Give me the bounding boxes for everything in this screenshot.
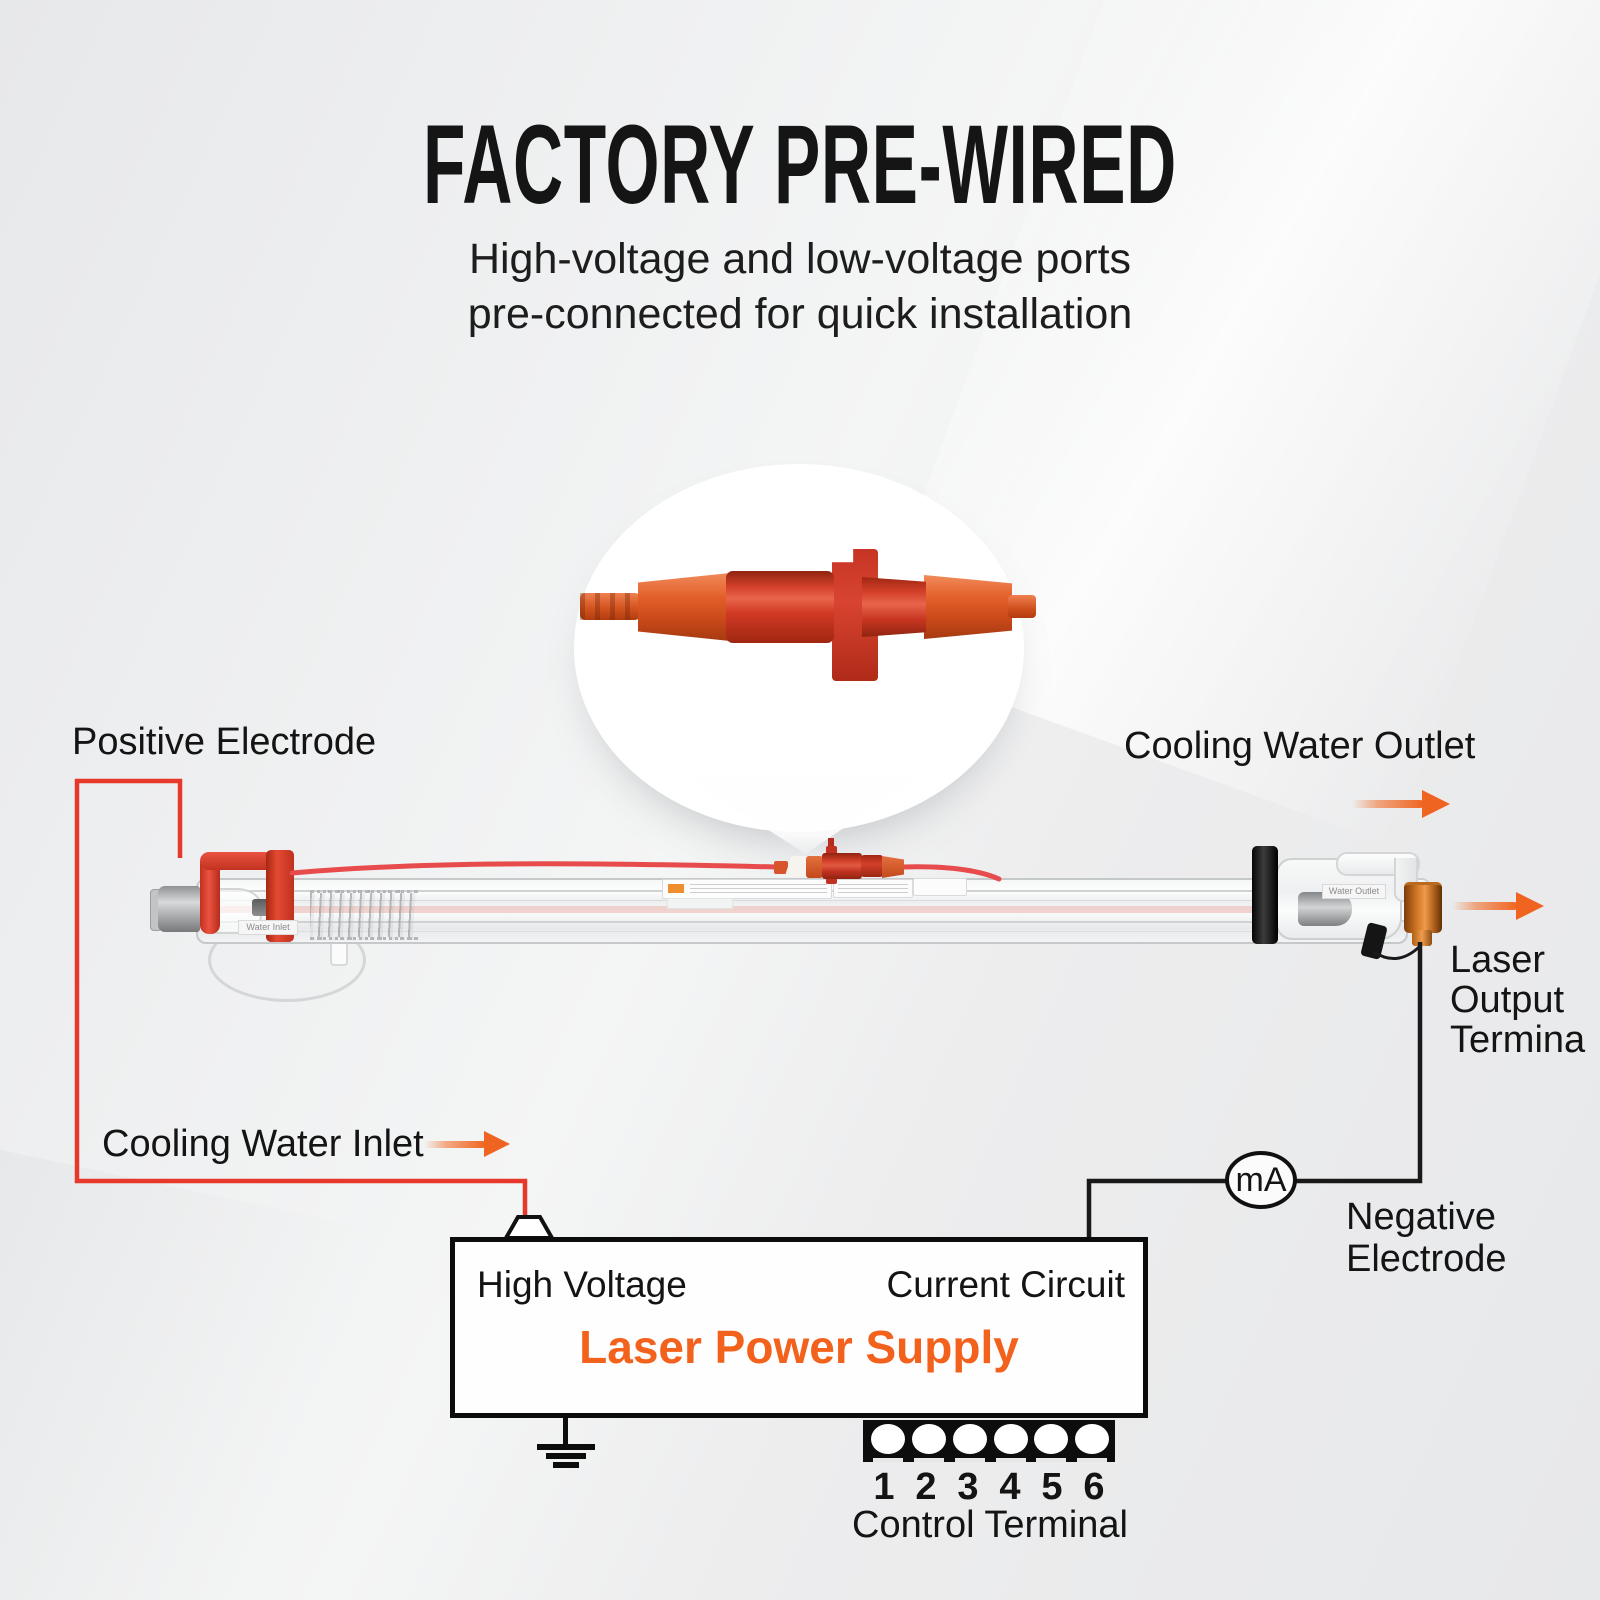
terminal-dash — [914, 1458, 944, 1462]
negative-electrode-line-1: Negative — [1346, 1196, 1496, 1238]
water-outlet-tag: Water Outlet — [1322, 884, 1386, 899]
arrow-head — [484, 1131, 510, 1157]
spec-sticker — [913, 878, 967, 896]
black-band — [1252, 846, 1278, 944]
tube-capillary-pink — [212, 906, 1288, 913]
laser-output-terminal-label: Laser Output Termina — [1450, 940, 1585, 1060]
arrow-head — [1516, 892, 1544, 920]
mini-connector-right-boot — [882, 856, 904, 878]
tube-inner-line — [206, 900, 1286, 901]
spec-sticker — [662, 879, 832, 899]
tube-hv-wire-right — [900, 864, 1002, 882]
spec-sticker — [833, 879, 913, 898]
terminal-number-2: 2 — [915, 1466, 937, 1508]
subtitle-line-2: pre-connected for quick installation — [467, 290, 1133, 338]
mini-connector-left-boot — [806, 856, 823, 878]
sticker-logo-mark — [668, 884, 684, 893]
terminal-number-5: 5 — [1041, 1466, 1063, 1508]
terminal-dash — [1077, 1458, 1107, 1462]
mini-connector-crimp — [774, 861, 788, 874]
ground-bar — [553, 1462, 579, 1468]
terminal-numbers: 1 2 3 4 5 6 — [863, 1466, 1115, 1509]
red-silicone-elbow-vertical — [200, 854, 220, 934]
serial-sticker — [667, 898, 733, 909]
terminal-number-6: 6 — [1083, 1466, 1105, 1508]
sticker-fineprint — [690, 884, 827, 895]
laser-output-terminal-nub — [1412, 930, 1432, 946]
current-circuit-port-label: Current Circuit — [886, 1264, 1126, 1305]
terminal-socket — [1034, 1424, 1068, 1454]
terminal-dash — [873, 1458, 903, 1462]
laser-output-terminal — [1404, 882, 1442, 933]
laser-output-line-2: Output — [1450, 979, 1565, 1021]
arrow-shaft — [424, 1141, 486, 1148]
tube-inner-line — [206, 931, 1286, 932]
terminal-number-3: 3 — [957, 1466, 979, 1508]
mini-connector-mid-body — [861, 855, 883, 877]
connector-left-boot — [638, 573, 730, 641]
terminal-number-4: 4 — [999, 1466, 1021, 1508]
mini-connector-hex-body — [822, 853, 862, 879]
terminal-number-1: 1 — [873, 1466, 895, 1508]
connector-right-pin — [1008, 595, 1036, 618]
laser-power-supply-label: Laser Power Supply — [579, 1321, 1019, 1373]
sticker-fineprint — [838, 884, 908, 894]
control-terminal-label: Control Terminal — [852, 1504, 1128, 1546]
cooling-water-inlet-label: Cooling Water Inlet — [102, 1123, 424, 1165]
terminal-socket — [953, 1424, 987, 1454]
connector-right-boot — [924, 575, 1012, 639]
clip-jumper-wire — [1373, 944, 1422, 961]
cooling-water-outlet-label: Cooling Water Outlet — [1124, 725, 1476, 767]
terminal-dash — [1036, 1458, 1066, 1462]
arrow-shaft — [1452, 902, 1518, 910]
terminal-socket — [994, 1424, 1028, 1454]
high-voltage-lug — [502, 1215, 556, 1240]
high-voltage-port-label: High Voltage — [477, 1264, 687, 1305]
water-inlet-tag: Water Inlet — [238, 920, 298, 935]
ground-bar — [546, 1453, 586, 1459]
terminal-dash — [996, 1458, 1026, 1462]
positive-electrode-label: Positive Electrode — [72, 721, 377, 763]
subtitle-line-1: High-voltage and low-voltage ports — [468, 235, 1132, 283]
ground-icon — [563, 1416, 568, 1446]
return-gas-coil — [310, 890, 418, 940]
ground-bar — [537, 1444, 595, 1450]
arrow-shaft — [1352, 800, 1424, 808]
tube-hv-wire-left — [289, 861, 779, 876]
terminal-socket — [1075, 1424, 1109, 1454]
positive-electrode-wire — [74, 778, 528, 1222]
terminal-socket — [871, 1424, 905, 1454]
laser-output-line-3: Termina — [1450, 1019, 1586, 1061]
connector-hex-body — [726, 571, 834, 643]
ammeter-circle: mA — [1225, 1151, 1297, 1209]
tube-inner-line — [206, 921, 1286, 923]
terminal-dash — [955, 1458, 985, 1462]
laser-output-line-1: Laser — [1450, 939, 1546, 981]
page-subtitle: High-voltage and low-voltage ports pre-c… — [0, 232, 1600, 342]
terminal-socket — [912, 1424, 946, 1454]
laser-power-supply-box: High Voltage Current Circuit Laser Power… — [450, 1237, 1148, 1418]
connector-left-pin — [580, 593, 640, 620]
page-title: FACTORY PRE-WIRED — [423, 102, 1177, 227]
negative-electrode-line-2: Electrode — [1346, 1238, 1507, 1280]
mini-connector-pin — [828, 838, 834, 849]
negative-electrode-label: Negative Electrode — [1346, 1196, 1507, 1280]
positive-electrode-metal-cap — [158, 886, 200, 932]
control-terminal-block — [863, 1420, 1115, 1462]
arrow-head — [1422, 790, 1450, 818]
ammeter-label: mA — [1235, 1160, 1287, 1199]
